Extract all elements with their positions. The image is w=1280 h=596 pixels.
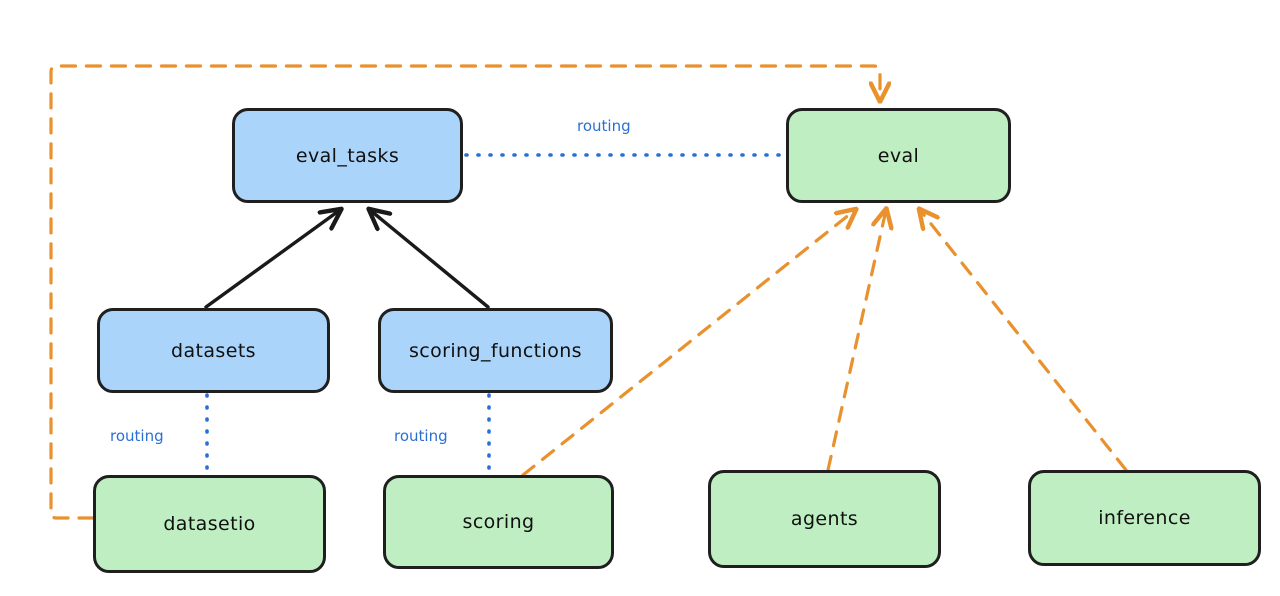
edge-label-routing-scoring-functions-scoring: routing <box>394 427 448 445</box>
edge-inference-to-eval <box>920 210 1128 472</box>
node-scoring_functions[interactable]: scoring_functions <box>378 308 613 393</box>
edge-agents-to-eval <box>826 210 886 472</box>
node-label-eval: eval <box>877 144 920 167</box>
node-label-scoring: scoring <box>462 511 535 533</box>
node-inference[interactable]: inference <box>1028 470 1261 566</box>
edge-label-routing-datasets-datasetio: routing <box>110 427 164 445</box>
node-datasets[interactable]: datasets <box>97 308 330 393</box>
node-label-scoring_functions: scoring_functions <box>409 339 582 362</box>
node-eval[interactable]: eval <box>786 108 1011 203</box>
node-label-datasets: datasets <box>171 339 256 362</box>
node-label-eval_tasks: eval_tasks <box>295 144 400 167</box>
edge-scoring-to-eval <box>521 210 855 477</box>
edge-datasets-to-eval_tasks <box>204 210 340 309</box>
node-label-inference: inference <box>1098 507 1191 529</box>
node-label-agents: agents <box>790 508 859 530</box>
node-agents[interactable]: agents <box>708 470 941 568</box>
edge-datasetio-to-eval <box>49 64 880 520</box>
node-eval_tasks[interactable]: eval_tasks <box>232 108 463 203</box>
node-label-datasetio: datasetio <box>163 513 256 535</box>
edge-scoring_functions-to-eval_tasks <box>370 210 490 309</box>
edge-label-routing-eval-tasks-eval: routing <box>577 117 631 135</box>
node-datasetio[interactable]: datasetio <box>93 475 326 573</box>
node-scoring[interactable]: scoring <box>383 475 614 569</box>
